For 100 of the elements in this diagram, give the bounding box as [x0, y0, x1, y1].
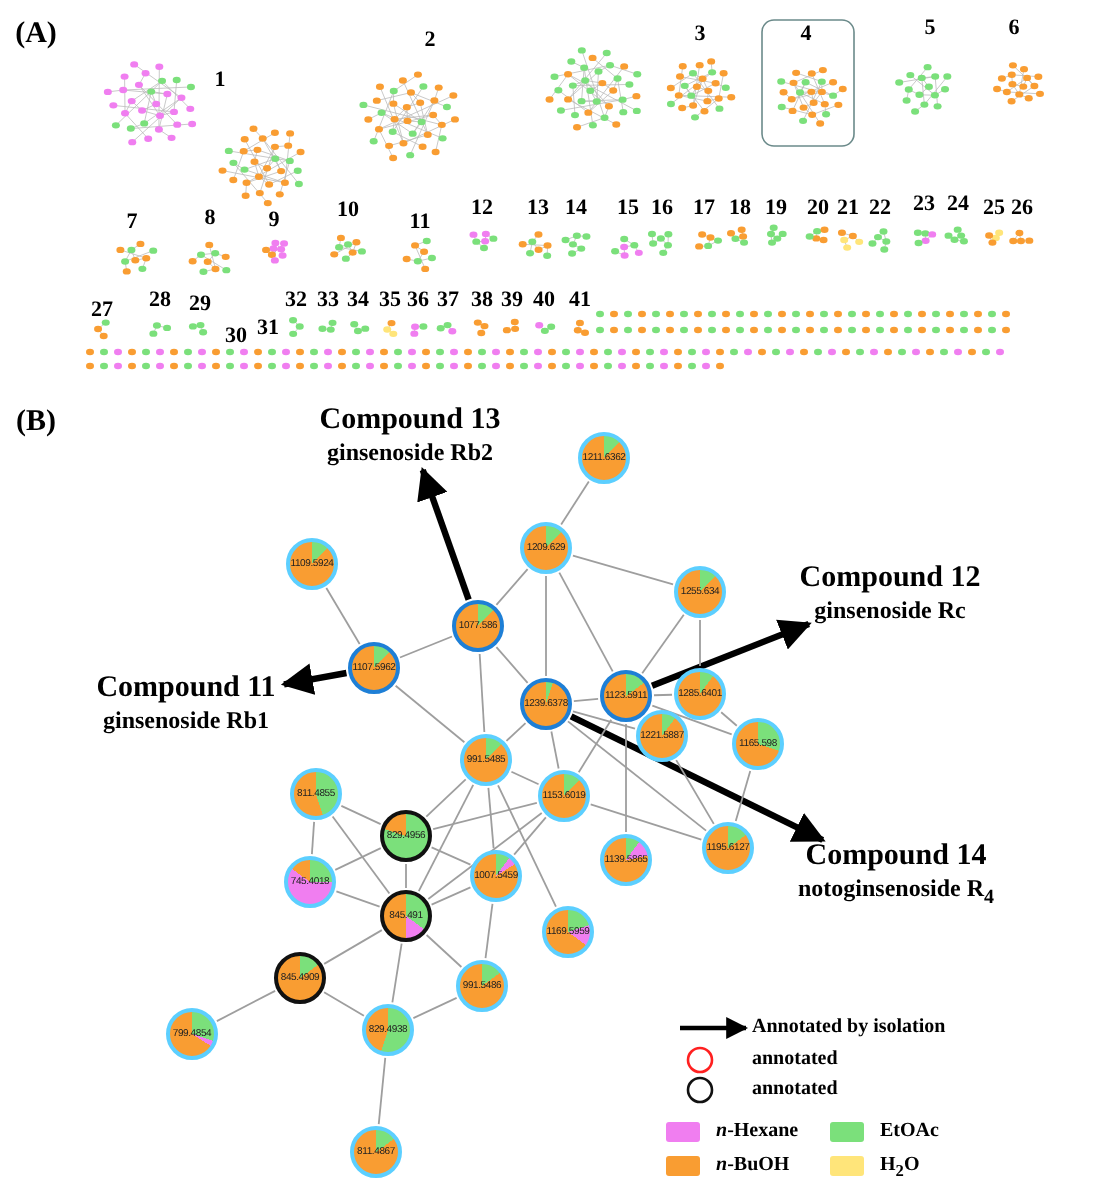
network-node [362, 1004, 414, 1056]
network-edge [430, 886, 472, 906]
cluster-number: 40 [533, 288, 555, 312]
network-edge [323, 991, 365, 1017]
cluster-number: 9 [268, 208, 280, 232]
network-edge [377, 1056, 387, 1126]
network-edge [567, 720, 707, 832]
legend-label: annotated [752, 1048, 838, 1072]
cluster-number: 22 [869, 196, 891, 220]
network-node [460, 734, 512, 786]
network-edge [510, 770, 540, 786]
network-edge [589, 803, 703, 841]
network-edge [625, 723, 627, 833]
legend-label: H$_{2}$O [880, 1154, 920, 1184]
network-node [600, 670, 652, 722]
network-edge [331, 815, 391, 895]
annotation-arrow [280, 663, 348, 695]
network-edge [394, 684, 466, 744]
cluster-number: 14 [565, 196, 587, 220]
compound-name: ginsenoside Rb1 [102, 705, 270, 733]
network-edge [505, 722, 527, 742]
network-edge [560, 480, 590, 526]
network-edge [572, 554, 674, 586]
network-edge [513, 816, 547, 856]
legend-label: n-BuOH [716, 1154, 790, 1178]
network-node [350, 1126, 402, 1178]
network-edge [425, 778, 467, 818]
network-edge [399, 635, 453, 659]
compound-name: notoginsenoside R$_{4}$ [797, 873, 995, 913]
network-node [286, 538, 338, 590]
network-edge [323, 929, 383, 965]
network-edge [478, 653, 486, 733]
network-node [284, 856, 336, 908]
cluster-number: 1 [214, 68, 226, 92]
annotation-arrow [417, 467, 472, 601]
cluster-number: 4 [800, 22, 812, 46]
cluster-number: 34 [347, 288, 369, 312]
cluster-number: 10 [337, 198, 359, 222]
compound-title: Compound 13 [319, 403, 501, 437]
network-node [674, 566, 726, 618]
cluster-number: 16 [651, 196, 673, 220]
cluster-number: 36 [407, 288, 429, 312]
network-edge [699, 619, 701, 667]
network-edge [432, 801, 538, 831]
network-edge [653, 693, 673, 697]
cluster-number: 17 [693, 196, 715, 220]
network-node [274, 952, 326, 1004]
network-edge [720, 711, 738, 727]
network-edge [412, 996, 458, 1020]
cluster-number: 2 [424, 28, 436, 52]
compound-title: Compound 12 [799, 561, 981, 595]
network-edge [675, 759, 715, 825]
cluster-number: 23 [913, 192, 935, 216]
network-node [578, 432, 630, 484]
legend-label: Annotated by isolation [752, 1016, 946, 1040]
network-edge [641, 613, 685, 675]
network-edge [497, 784, 557, 908]
annotation-arrow [569, 713, 826, 843]
cluster-number: 11 [409, 210, 431, 234]
cluster-number: 37 [437, 288, 459, 312]
cluster-number: 27 [91, 298, 113, 322]
network-node [452, 600, 504, 652]
network-node [702, 822, 754, 874]
network-node [600, 834, 652, 886]
network-edge [325, 587, 361, 645]
network-node [470, 850, 522, 902]
cluster-number: 12 [471, 196, 493, 220]
cluster-number: 18 [729, 196, 751, 220]
compound-name: ginsenoside Rb2 [326, 437, 494, 465]
cluster-number: 15 [617, 196, 639, 220]
cluster-number: 25 [983, 196, 1005, 220]
network-node [380, 890, 432, 942]
network-edge [545, 575, 547, 677]
cluster-number: 31 [257, 316, 279, 340]
network-node [636, 710, 688, 762]
cluster-number: 28 [149, 288, 171, 312]
cluster-number: 7 [126, 210, 138, 234]
cluster-number: 20 [807, 196, 829, 220]
network-edge [391, 942, 403, 1004]
legend-label: EtOAc [880, 1120, 939, 1144]
compound-title: Compound 14 [805, 839, 987, 874]
network-edge [340, 804, 382, 826]
network-edge [734, 770, 752, 822]
network-edge [215, 990, 277, 1022]
network-edge [572, 697, 600, 703]
cluster-number: 8 [204, 206, 216, 230]
network-edge [487, 787, 495, 849]
network-node [456, 960, 508, 1012]
cluster-number: 6 [1008, 16, 1020, 40]
cluster-number: 38 [471, 288, 493, 312]
network-edge [484, 902, 494, 960]
network-edge [577, 718, 613, 774]
network-node [538, 770, 590, 822]
cluster-number: 13 [527, 196, 549, 220]
network-node [380, 810, 432, 862]
network-node [520, 678, 572, 730]
compound-title: Compound 11 [96, 671, 276, 705]
network-edge [495, 568, 529, 606]
panel-label: (A) [15, 22, 57, 46]
network-edge [335, 890, 381, 908]
